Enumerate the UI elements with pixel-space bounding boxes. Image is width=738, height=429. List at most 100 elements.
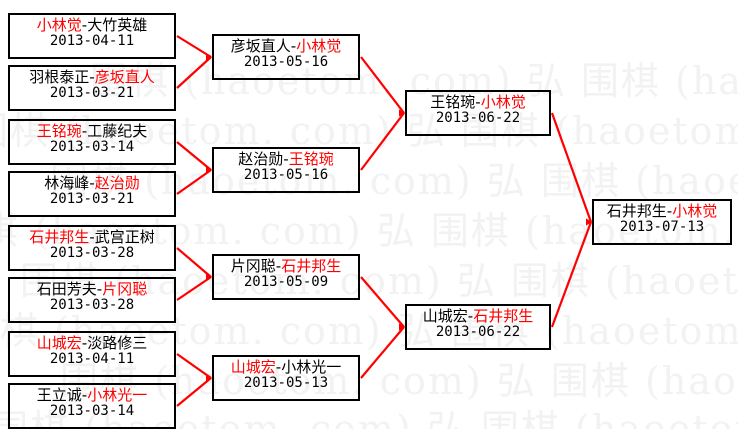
match-date: 2013-04-11 — [49, 351, 135, 368]
match-date: 2013-05-13 — [243, 375, 329, 392]
match-players: 彦坂直人-小林觉 — [214, 38, 358, 54]
connector-line — [176, 247, 212, 278]
player-separator: - — [89, 68, 95, 86]
player-right: 王铭琬 — [288, 150, 334, 168]
player-separator: - — [290, 37, 297, 55]
match-date: 2013-05-16 — [243, 167, 329, 184]
player-separator: - — [89, 174, 95, 192]
player-right: 小林觉 — [296, 37, 342, 55]
connector-line — [176, 56, 212, 89]
player-separator: - — [475, 93, 481, 111]
connector-line — [360, 326, 405, 379]
player-right: 石井邦生 — [473, 307, 534, 325]
player-left: 石井邦生 — [606, 202, 667, 220]
connector-line — [176, 377, 212, 407]
player-right: 淡路修三 — [87, 334, 148, 352]
player-left: 羽根泰正 — [29, 68, 90, 86]
player-left: 赵治勋 — [238, 150, 284, 168]
match-players: 王铭琬-工藤纪夫 — [10, 123, 174, 139]
player-right: 小林光一 — [281, 358, 342, 376]
player-separator: - — [81, 122, 88, 140]
player-separator: - — [275, 257, 282, 275]
connector-line — [176, 35, 212, 58]
match-date: 2013-03-21 — [49, 85, 135, 102]
connector-line — [176, 169, 212, 195]
match-date: 2013-03-14 — [49, 403, 135, 420]
player-right: 小林觉 — [672, 202, 718, 220]
player-right: 片冈聪 — [102, 280, 148, 298]
player-separator: - — [81, 16, 88, 34]
match-date: 2013-03-28 — [49, 245, 135, 262]
match-players: 小林觉-大竹英雄 — [10, 17, 174, 33]
player-left: 王立诚 — [36, 386, 82, 404]
player-left: 石田芳夫 — [36, 280, 97, 298]
match-players: 赵治勋-王铭琬 — [214, 151, 358, 167]
player-right: 小林光一 — [87, 386, 148, 404]
connector-line — [360, 56, 405, 114]
player-left: 片冈聪 — [230, 257, 276, 275]
match-date: 2013-03-28 — [49, 297, 135, 314]
player-separator: - — [666, 202, 673, 220]
player-left: 山城宏 — [422, 307, 468, 325]
connector-line — [176, 353, 212, 379]
player-left: 王铭琬 — [430, 93, 476, 111]
player-right: 小林觉 — [480, 93, 526, 111]
player-separator: - — [283, 150, 289, 168]
connector-line — [550, 112, 593, 223]
player-separator: - — [89, 228, 95, 246]
player-right: 彦坂直人 — [94, 68, 155, 86]
player-left: 山城宏 — [230, 358, 276, 376]
player-left: 小林觉 — [36, 16, 82, 34]
connector-line — [360, 112, 405, 171]
match-date: 2013-05-09 — [243, 274, 329, 291]
player-left: 王铭琬 — [36, 122, 82, 140]
match-players: 山城宏-石井邦生 — [407, 308, 549, 324]
player-right: 大竹英雄 — [87, 16, 148, 34]
match-date: 2013-03-14 — [49, 139, 135, 156]
match-date: 2013-04-11 — [49, 33, 135, 50]
connector-line — [360, 276, 405, 328]
match-players: 石井邦生-小林觉 — [594, 203, 730, 219]
player-left: 彦坂直人 — [230, 37, 291, 55]
match-players: 石井邦生-武宫正树 — [10, 229, 174, 245]
match-date: 2013-05-16 — [243, 54, 329, 71]
match-players: 王铭琬-小林觉 — [407, 94, 549, 110]
player-left: 山城宏 — [36, 334, 82, 352]
player-separator: - — [96, 280, 103, 298]
match-date: 2013-07-13 — [619, 219, 705, 236]
match-players: 林海峰-赵治勋 — [10, 175, 174, 191]
player-separator: - — [81, 334, 88, 352]
player-right: 工藤纪夫 — [87, 122, 148, 140]
player-right: 赵治勋 — [94, 174, 140, 192]
player-right: 石井邦生 — [281, 257, 342, 275]
player-left: 林海峰 — [44, 174, 90, 192]
match-players: 石田芳夫-片冈聪 — [10, 281, 174, 297]
match-players: 片冈聪-石井邦生 — [214, 258, 358, 274]
match-players: 王立诚-小林光一 — [10, 387, 174, 403]
match-players: 山城宏-淡路修三 — [10, 335, 174, 351]
connector-line — [176, 276, 212, 301]
match-date: 2013-06-22 — [435, 324, 521, 341]
player-right: 武宫正树 — [94, 228, 155, 246]
player-left: 石井邦生 — [29, 228, 90, 246]
player-separator: - — [467, 307, 474, 325]
match-players: 山城宏-小林光一 — [214, 359, 358, 375]
connector-line — [550, 221, 593, 328]
match-players: 羽根泰正-彦坂直人 — [10, 69, 174, 85]
